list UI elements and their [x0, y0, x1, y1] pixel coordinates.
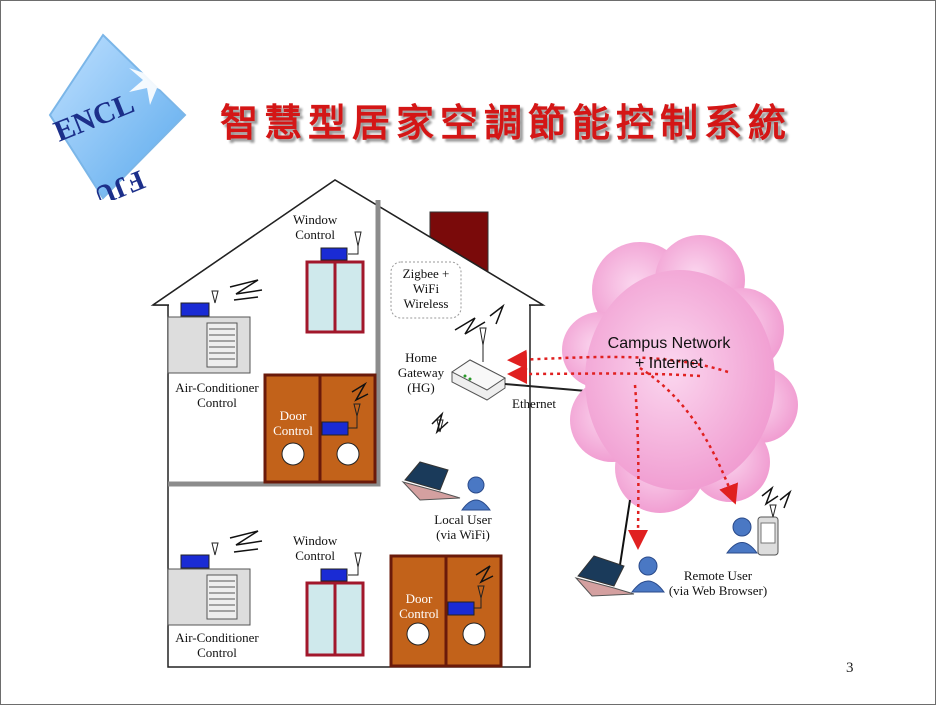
slide-title: 智慧型居家空調節能控制系統	[220, 100, 793, 145]
home-gateway-device	[451, 303, 506, 401]
label-ethernet: Ethernet	[512, 396, 557, 411]
encl-fju-logo: ENCL FJU	[48, 33, 187, 200]
label-cloud: Campus Network+ Internet	[607, 335, 731, 372]
remote-user-mobile	[726, 485, 792, 556]
ac-unit-lower	[167, 530, 263, 626]
door-upper	[263, 373, 377, 484]
local-user-laptop	[401, 411, 491, 511]
page-number: 3	[846, 660, 854, 676]
inner-wall	[168, 200, 381, 487]
sensor-window-upper	[320, 247, 348, 261]
zigbee-bubble	[390, 261, 462, 319]
remote-user-laptop	[574, 555, 665, 597]
label-local-user: Local User(via WiFi)	[434, 512, 492, 542]
cloud	[562, 235, 798, 513]
label-remote-user: Remote User(via Web Browser)	[668, 568, 768, 598]
window-lower	[305, 552, 365, 657]
door-lower	[389, 554, 503, 668]
connection-arrows	[507, 349, 739, 550]
ac-unit-upper	[167, 279, 263, 374]
sensor-window-lower	[320, 568, 348, 582]
window-upper	[305, 231, 365, 334]
